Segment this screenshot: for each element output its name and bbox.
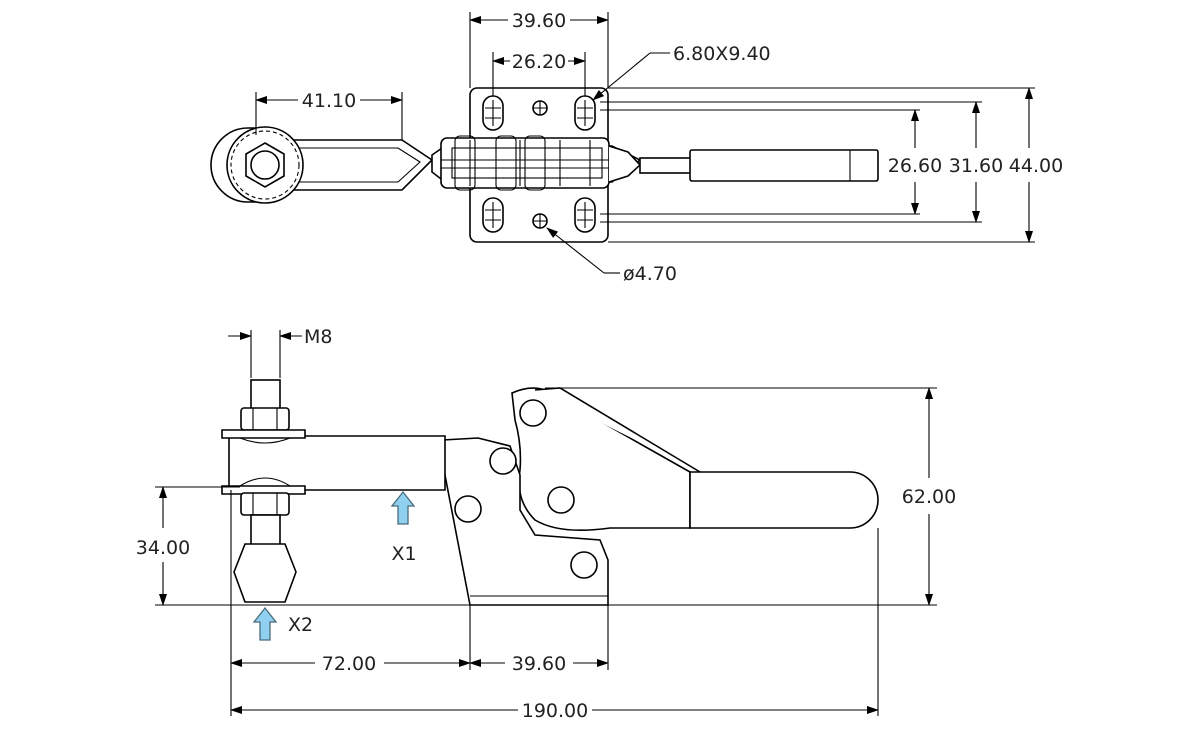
dim-heights: 26.60 31.60 44.00 [600,87,1063,243]
dim-label: 41.10 [302,90,356,112]
dim-label: 34.00 [136,537,190,559]
dim-label: M8 [304,326,332,348]
force-label: X1 [391,543,416,565]
spindle-head [210,126,304,204]
dim-spindle-height: 34.00 [136,486,470,606]
dim-label: 31.60 [949,155,1003,177]
dim-thread: M8 [228,326,332,378]
dim-overall-height: 62.00 [545,387,956,606]
spindle-cap [233,543,297,603]
side-clamp-arm [228,435,446,491]
force-arrow-x1: X1 [390,490,417,565]
pivot-pins [454,399,598,579]
dim-label: 39.60 [512,10,566,32]
force-label: X2 [288,614,313,636]
dim-horizontal: 72.00 39.60 190.00 [230,490,879,722]
spindle [221,379,306,603]
dim-label: 26.20 [512,51,566,73]
mounting-slots [482,95,596,233]
handle-grip [689,471,879,529]
dim-top-outer: 39.60 [469,10,609,88]
dim-label: 190.00 [522,700,588,722]
dim-label: 26.60 [888,155,942,177]
dim-hole-callout: ø4.70 [546,227,677,285]
side-view: M8 34.00 62.00 72.00 [136,326,956,722]
dim-arm-length: 41.10 [255,90,403,140]
dim-label: 44.00 [1009,155,1063,177]
dim-slot-callout: 6.80X9.40 [592,43,771,101]
force-arrow-x2: X2 [252,606,313,641]
dim-label: 39.60 [512,653,566,675]
handle [639,149,879,182]
dim-label: ø4.70 [623,263,677,285]
top-view: 39.60 26.20 6.80X9.40 41.10 [210,10,1063,285]
dim-label: 72.00 [322,653,376,675]
dim-label: 62.00 [902,486,956,508]
linkage-body [431,135,642,191]
dim-label: 6.80X9.40 [673,43,771,65]
mounting-holes [532,100,548,229]
dim-top-inner: 26.20 [492,51,586,96]
